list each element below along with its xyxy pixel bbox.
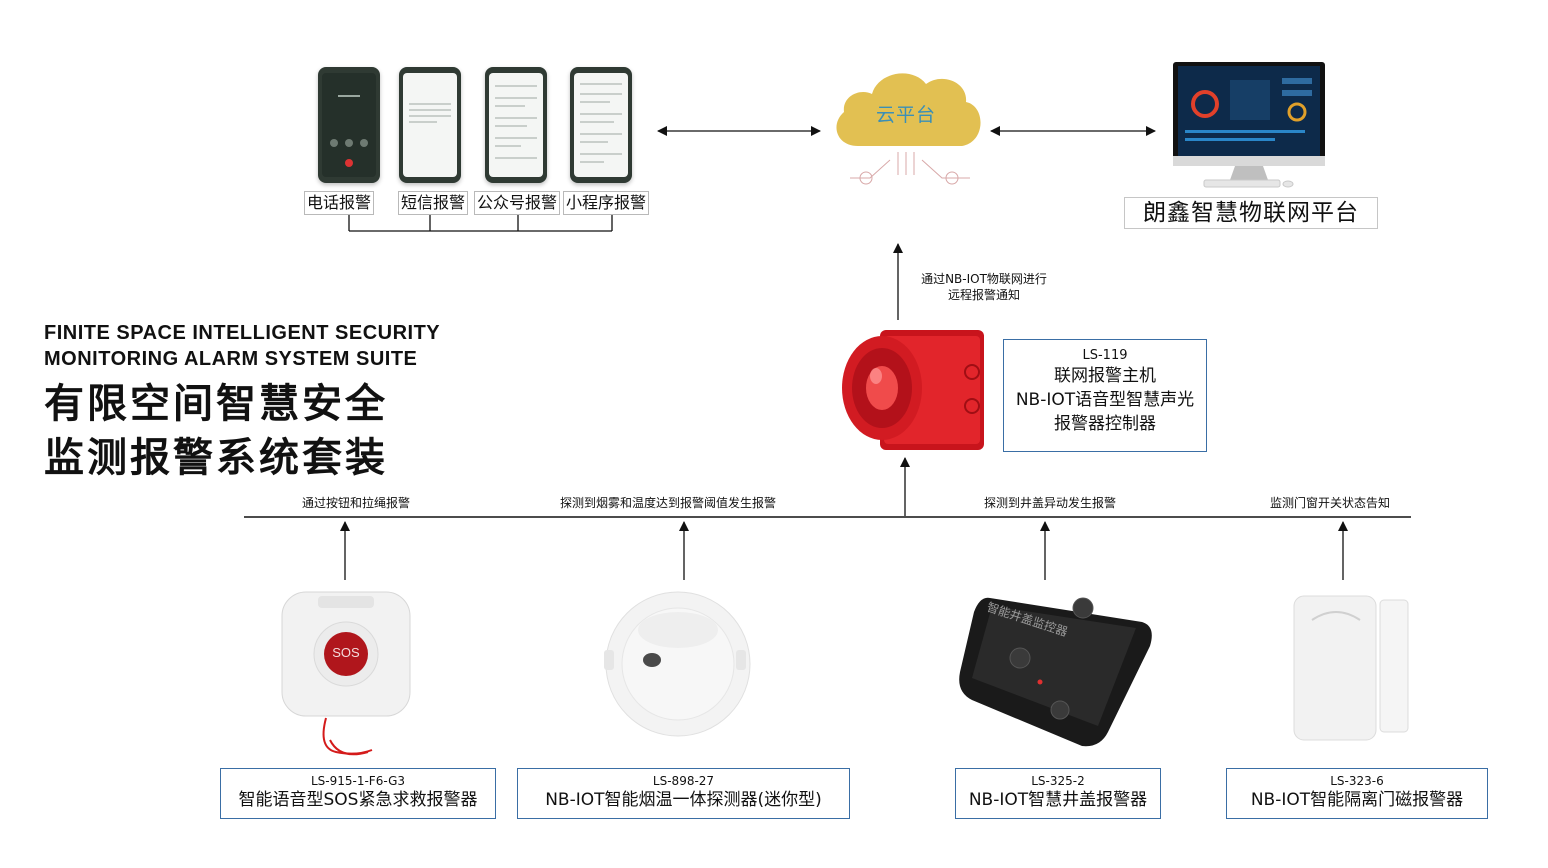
- platform-name: 朗鑫智慧物联网平台: [1124, 197, 1378, 229]
- smoke-detector-icon: [604, 591, 751, 737]
- channel-label-sms: 短信报警: [398, 191, 469, 215]
- detector-box-door: LS-323-6 NB-IOT智能隔离门磁报警器: [1226, 768, 1488, 819]
- phone-wechat-account-screenshot: [485, 67, 547, 183]
- detector-name: NB-IOT智能烟温一体探测器(迷你型): [545, 790, 822, 810]
- controller-name-line-1: 联网报警主机: [1054, 366, 1156, 386]
- controller-model: LS-119: [1082, 348, 1128, 363]
- detector-name: NB-IOT智慧井盖报警器: [968, 790, 1148, 810]
- sos-button-text: SOS: [332, 645, 360, 660]
- title-cn-line-2: 监测报警系统套装: [44, 435, 388, 481]
- manhole-device-icon: [959, 597, 1152, 747]
- detector-model: LS-915-1-F6-G3: [310, 774, 406, 788]
- siren-device-icon: [842, 330, 984, 450]
- cloud-platform-label: 云平台: [876, 104, 937, 126]
- detector-box-smoke: LS-898-27 NB-IOT智能烟温一体探测器(迷你型): [517, 768, 850, 819]
- trigger-text-sos: 通过按钮和拉绳报警: [301, 496, 410, 510]
- title-en-line-1: FINITE SPACE INTELLIGENT SECURITY: [44, 322, 441, 344]
- channel-label-phone: 电话报警: [304, 191, 375, 215]
- controller-name-line-2: NB-IOT语音型智慧声光: [1015, 390, 1195, 410]
- title-cn-line-1: 有限空间智慧安全: [44, 381, 388, 427]
- detector-name: 智能语音型SOS紧急求救报警器: [238, 790, 478, 810]
- detector-box-sos: LS-915-1-F6-G3 智能语音型SOS紧急求救报警器: [220, 768, 496, 819]
- trigger-text-door: 监测门窗开关状态告知: [1269, 496, 1390, 510]
- channel-bracket: [348, 213, 613, 232]
- nb-iot-note-line-1: 通过NB-IOT物联网进行: [921, 272, 1047, 286]
- trigger-text-manhole: 探测到井盖异动发生报警: [983, 496, 1116, 510]
- detector-name: NB-IOT智能隔离门磁报警器: [1250, 790, 1464, 810]
- detector-box-manhole: LS-325-2 NB-IOT智慧井盖报警器: [955, 768, 1161, 819]
- detector-model: LS-325-2: [1031, 774, 1085, 788]
- trigger-text-smoke: 探测到烟雾和温度达到报警阈值发生报警: [559, 496, 776, 510]
- channel-label-wechat: 公众号报警: [474, 191, 561, 215]
- controller-name-line-3: 报警器控制器: [1054, 414, 1156, 434]
- detector-model: LS-323-6: [1330, 774, 1384, 788]
- title-en-line-2: MONITORING ALARM SYSTEM SUITE: [44, 348, 418, 370]
- door-sensor-icon: [1293, 595, 1409, 741]
- phone-call-screenshot: [318, 67, 380, 183]
- detector-model: LS-898-27: [652, 774, 715, 788]
- cloud-icon: [836, 73, 981, 185]
- channel-label-mini-program: 小程序报警: [563, 191, 650, 215]
- controller-info-box: LS-119 联网报警主机 NB-IOT语音型智慧声光 报警器控制器: [1003, 339, 1207, 452]
- nb-iot-note-line-2: 远程报警通知: [947, 288, 1020, 302]
- phone-mini-program-screenshot: [570, 67, 632, 183]
- monitor-icon: [1173, 62, 1325, 188]
- phone-sms-screenshot: [399, 67, 461, 183]
- sos-device-icon: [281, 591, 411, 756]
